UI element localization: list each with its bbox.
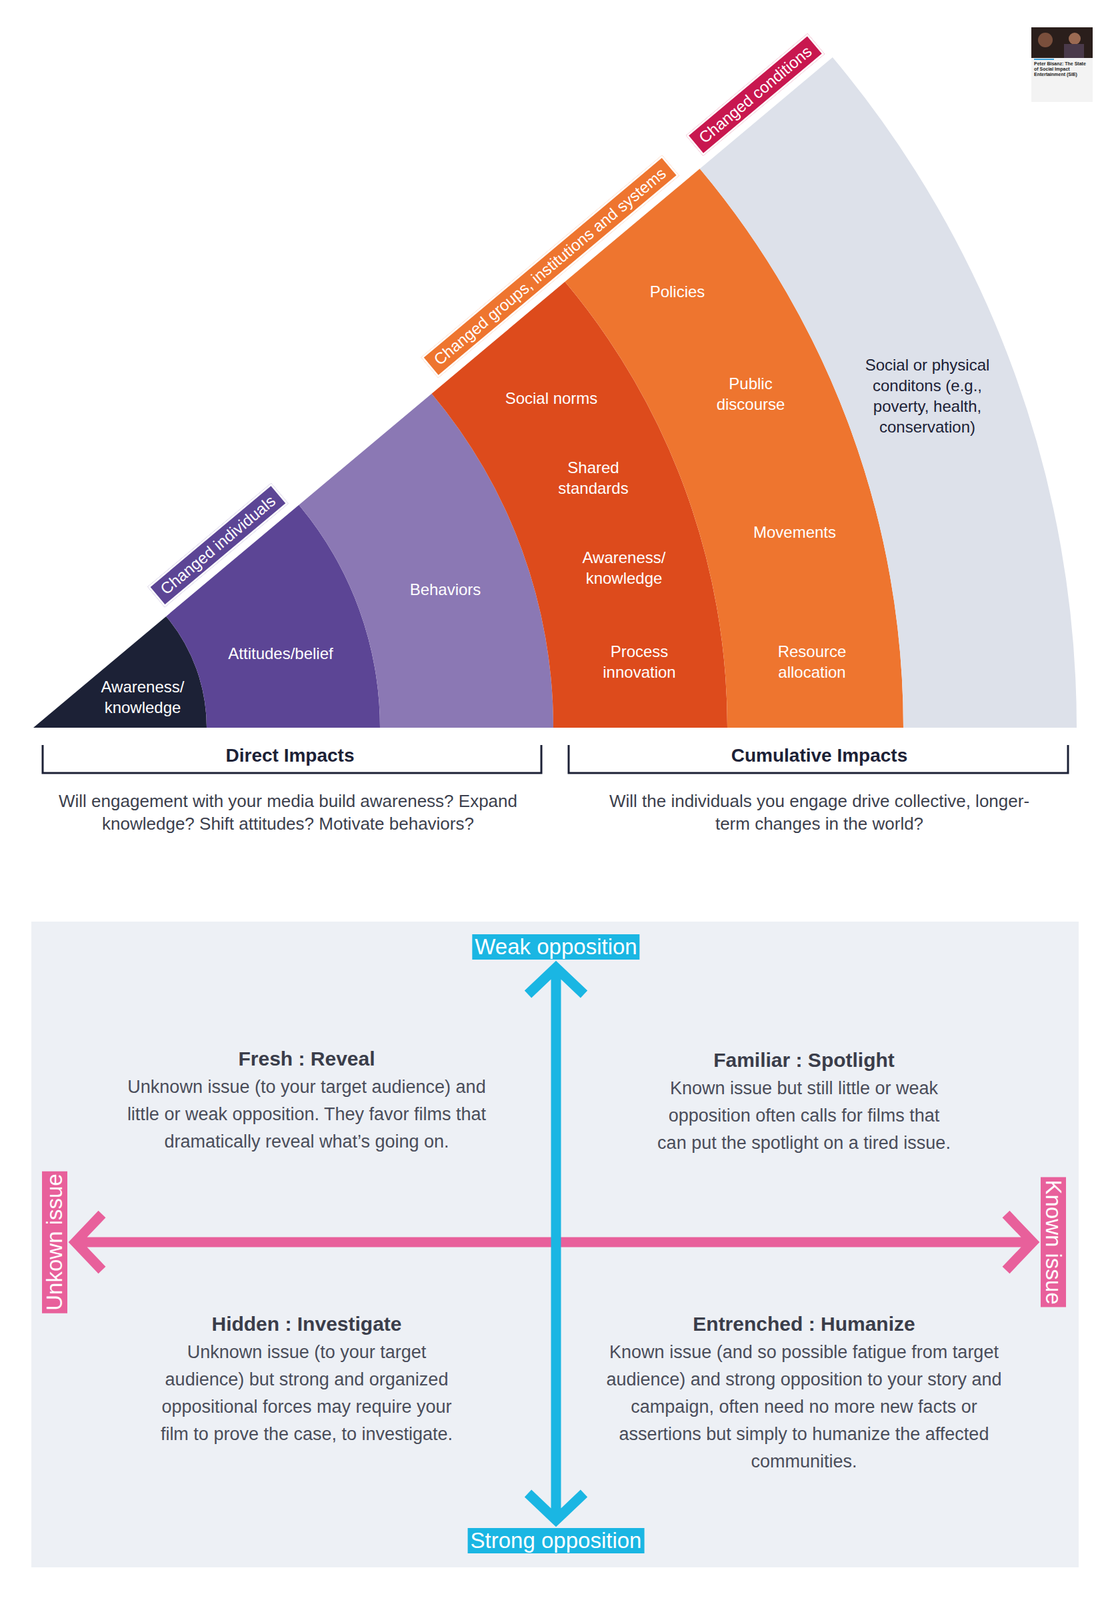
thumbnail-rule xyxy=(1034,58,1054,60)
axis-label: Weak opposition xyxy=(472,934,640,960)
thumbnail-card xyxy=(1031,27,1093,102)
thumbnail-figure xyxy=(1064,44,1084,58)
quadrant-body: Unknown issue (to your target audience) … xyxy=(120,1074,494,1156)
quadrant-heading: Hidden : Investigate xyxy=(156,1311,457,1338)
axis-text: Unkown issue xyxy=(42,1174,67,1311)
question-text: Will engagement with your media build aw… xyxy=(41,790,535,836)
band-text: Awareness/ knowledge xyxy=(92,676,193,718)
thumbnail-photo xyxy=(1031,27,1093,58)
bracket-label: Direct Impacts xyxy=(150,744,430,768)
band-outline xyxy=(0,0,1110,734)
category-tag: Changed groups, institutions and systems xyxy=(421,155,680,378)
impact-band: Social normsShared standardsAwareness/ k… xyxy=(0,0,1110,734)
band-text: Attitudes/belief xyxy=(200,643,361,664)
band-shape xyxy=(166,505,380,728)
impact-band: Awareness/ knowledge xyxy=(0,0,1110,734)
band-text: Public discourse xyxy=(707,373,794,415)
quadrant-body: Unknown issue (to your target audience) … xyxy=(156,1339,457,1449)
impact-bracket xyxy=(42,745,542,774)
band-text: Behaviors xyxy=(385,579,506,600)
axis-text: Known issue xyxy=(1041,1180,1066,1305)
axis-text: Strong opposition xyxy=(470,1528,642,1554)
band-text: Movements xyxy=(738,522,852,543)
band-text: Shared standards xyxy=(550,457,637,499)
band-shape xyxy=(564,168,904,728)
band-shape xyxy=(432,282,728,728)
band-text: Social norms xyxy=(484,388,618,409)
category-tag: Changed individuals xyxy=(147,483,288,608)
band-text: Resource allocation xyxy=(765,641,859,683)
tag-text: Changed conditions xyxy=(694,42,815,147)
impact-band: PoliciesPublic discourseMovementsResourc… xyxy=(0,0,1110,734)
axis-label: Known issue xyxy=(1040,1177,1066,1308)
band-outline xyxy=(0,0,1110,734)
band-outline xyxy=(0,0,1110,734)
quadrant-block: Familiar : SpotlightKnown issue but stil… xyxy=(657,1047,951,1158)
axis-text: Weak opposition xyxy=(474,934,637,960)
thumbnail-title: Peter Bisanz: The State of Social Impact… xyxy=(1034,61,1092,78)
quadrant-panel: Fresh : RevealUnknown issue (to your tar… xyxy=(31,922,1079,1568)
axis-arrow xyxy=(528,968,584,1521)
band-outline xyxy=(0,0,1110,734)
axis-arrow xyxy=(75,1214,1033,1271)
band-shape xyxy=(298,394,554,728)
axis-label: Unkown issue xyxy=(42,1171,68,1314)
band-text: Process innovation xyxy=(592,641,686,683)
band-text: Awareness/ knowledge xyxy=(574,547,674,589)
quadrant-block: Fresh : RevealUnknown issue (to your tar… xyxy=(120,1046,494,1156)
quadrant-heading: Fresh : Reveal xyxy=(120,1046,494,1073)
quadrant-heading: Familiar : Spotlight xyxy=(657,1047,951,1074)
impact-band: Attitudes/belief xyxy=(0,0,1110,734)
quadrant-block: Hidden : InvestigateUnknown issue (to yo… xyxy=(156,1311,457,1449)
band-outline xyxy=(0,0,1110,734)
impact-band: Social or physical conditons (e.g., pove… xyxy=(0,0,1110,734)
category-tag: Changed conditions xyxy=(685,33,824,156)
band-shape xyxy=(33,616,207,728)
band-shape xyxy=(700,57,1077,728)
impact-band: Behaviors xyxy=(0,0,1110,734)
band-text: Social or physical conditons (e.g., pove… xyxy=(849,354,1006,438)
thumbnail-figure xyxy=(1068,32,1081,45)
quadrant-heading: Entrenched : Humanize xyxy=(597,1311,1011,1338)
band-text: Policies xyxy=(627,281,728,302)
band-outline xyxy=(0,0,1110,734)
tag-text: Changed groups, institutions and systems xyxy=(430,164,670,369)
impact-bracket xyxy=(568,745,1068,774)
thumbnail-figure xyxy=(1038,32,1053,48)
axis-label: Strong opposition xyxy=(468,1528,645,1554)
bracket-label: Cumulative Impacts xyxy=(679,744,960,768)
quadrant-body: Known issue (and so possible fatigue fro… xyxy=(597,1339,1011,1476)
quadrant-body: Known issue but still little or weak opp… xyxy=(657,1075,951,1158)
tag-text: Changed individuals xyxy=(156,492,279,599)
quadrant-block: Entrenched : HumanizeKnown issue (and so… xyxy=(597,1311,1011,1476)
question-text: Will the individuals you engage drive co… xyxy=(606,790,1033,836)
